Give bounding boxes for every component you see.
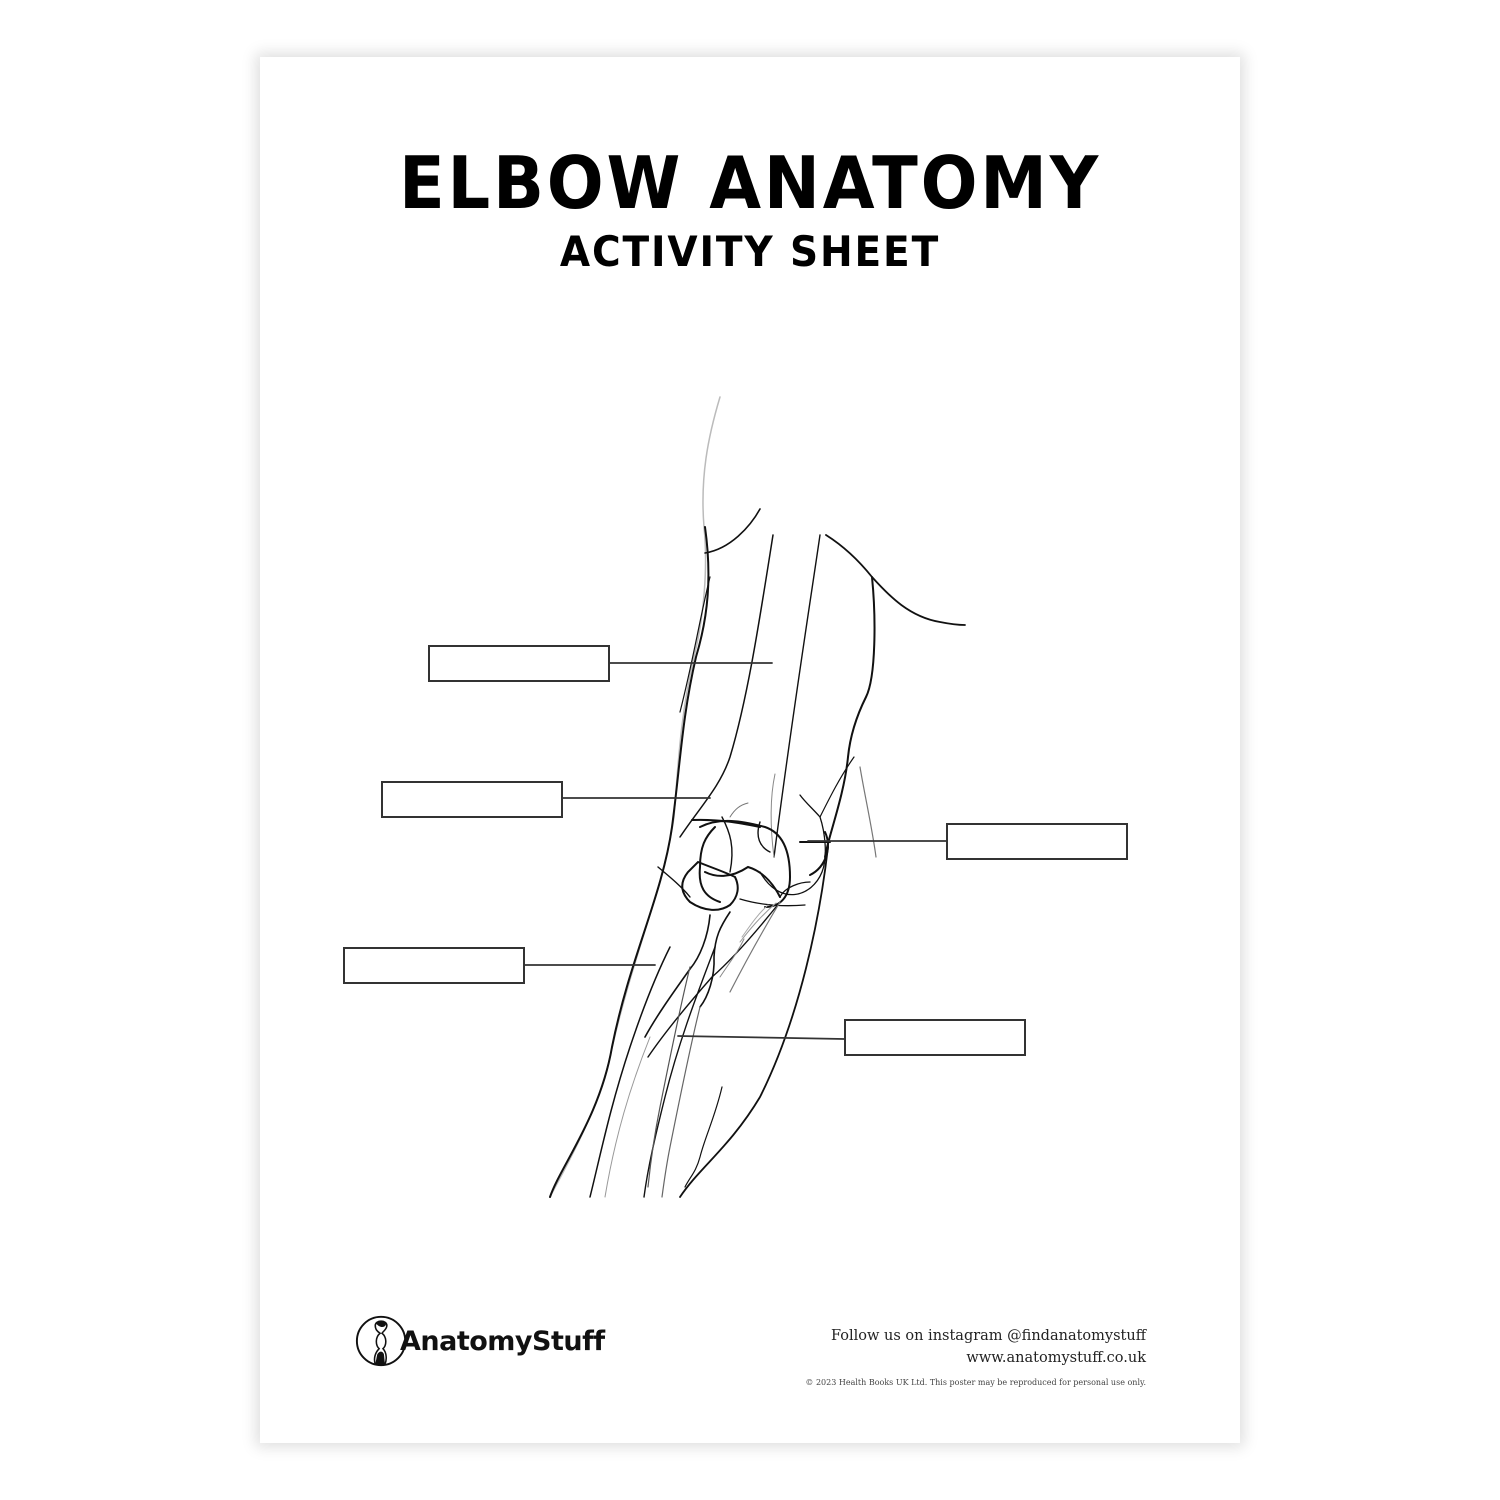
- forearm-lines: [589, 846, 829, 1198]
- activity-sheet-page: ELBOW ANATOMY ACTIVITY SHEET: [260, 57, 1240, 1443]
- website-link[interactable]: www.anatomystuff.co.uk: [966, 1350, 1146, 1366]
- page-subtitle: ACTIVITY SHEET: [559, 227, 941, 276]
- arm-outline: [549, 396, 966, 1198]
- anatomy-figure-circle-icon: [355, 1315, 407, 1367]
- elbow-joint-bones: [657, 794, 831, 911]
- label-box-5[interactable]: [844, 1019, 1026, 1056]
- label-box-1[interactable]: [428, 645, 610, 682]
- label-box-2[interactable]: [381, 781, 563, 818]
- brand-logo: AnatomyStuff: [354, 1312, 605, 1370]
- leader-line-5: [677, 1035, 845, 1040]
- label-box-3[interactable]: [946, 823, 1128, 860]
- label-box-4[interactable]: [343, 947, 525, 984]
- instagram-handle: Follow us on instagram @findanatomystuff: [830, 1328, 1146, 1344]
- page-title: ELBOW ANATOMY: [398, 141, 1102, 225]
- copyright-notice: © 2023 Health Books UK Ltd. This poster …: [805, 1378, 1146, 1387]
- leader-lines: [523, 662, 947, 1040]
- footer-info: Follow us on instagram @findanatomystuff…: [805, 1325, 1146, 1391]
- elbow-anatomy-illustration: [523, 396, 966, 1198]
- brand-name: AnatomyStuff: [400, 1325, 605, 1357]
